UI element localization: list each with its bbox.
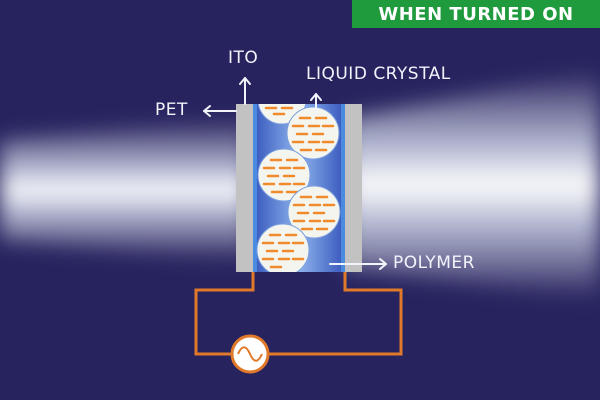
light-beam-left — [0, 118, 250, 262]
ac-sine-icon — [230, 334, 270, 374]
polymer-arrow — [329, 258, 387, 270]
ito-label: ITO — [228, 48, 259, 68]
liquid-crystal-arrow — [310, 93, 322, 115]
droplet — [287, 185, 341, 239]
droplet — [257, 148, 311, 202]
liquid-crystal-droplets — [256, 104, 341, 272]
liquid-crystal-label: LIQUID CRYSTAL — [306, 64, 451, 84]
droplet — [256, 223, 310, 272]
pet-panel-right — [345, 104, 362, 272]
state-badge: WHEN TURNED ON — [352, 0, 600, 28]
circuit-wire — [194, 272, 403, 356]
light-beam-right — [345, 70, 600, 300]
polymer-label: POLYMER — [393, 253, 475, 273]
pet-label: PET — [155, 100, 188, 120]
pet-arrow — [203, 105, 237, 117]
pet-panel-left — [236, 104, 253, 272]
ito-layer-right — [341, 104, 345, 272]
droplet — [286, 106, 340, 160]
ito-layer-left — [253, 104, 257, 272]
ito-arrow — [239, 77, 251, 105]
